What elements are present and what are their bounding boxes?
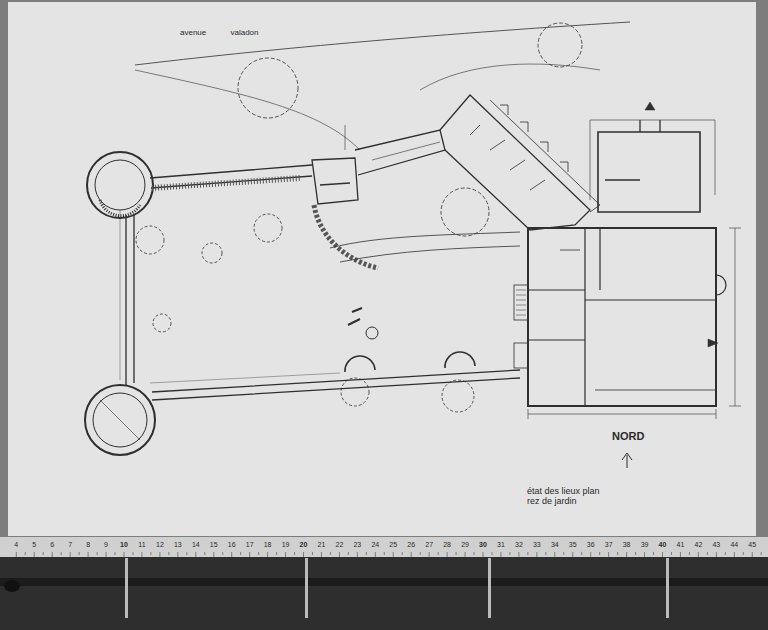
ruler-number: 32 [515, 541, 523, 549]
ruler-number: 45 [748, 541, 756, 549]
ruler-number: 30 [479, 541, 487, 549]
ruler-number: 22 [336, 541, 344, 549]
ruler-number: 29 [461, 541, 469, 549]
ruler-number: 14 [192, 541, 200, 549]
ruler-number: 42 [695, 541, 703, 549]
ruler-number: 25 [389, 541, 397, 549]
ruler-number: 39 [641, 541, 649, 549]
ruler-number: 27 [425, 541, 433, 549]
ruler-number: 5 [32, 541, 36, 549]
ruler-number: 6 [50, 541, 54, 549]
ruler-number: 35 [569, 541, 577, 549]
ruler-number: 18 [264, 541, 272, 549]
north-label: NORD [612, 430, 644, 443]
ruler-number: 7 [68, 541, 72, 549]
ruler-number: 36 [587, 541, 595, 549]
ruler-number: 33 [533, 541, 541, 549]
ruler-number: 16 [228, 541, 236, 549]
ruler-number: 19 [282, 541, 290, 549]
ruler-number: 20 [300, 541, 308, 549]
ruler-number: 41 [677, 541, 685, 549]
ruler-number: 38 [623, 541, 631, 549]
ruler-number: 31 [497, 541, 505, 549]
ruler-number: 17 [246, 541, 254, 549]
street-name: avenue valadon [180, 28, 259, 37]
ruler-number: 8 [86, 541, 90, 549]
dark-ruler [0, 557, 768, 630]
ruler [0, 537, 768, 557]
ruler-number: 26 [407, 541, 415, 549]
ruler-number: 15 [210, 541, 218, 549]
ruler-number: 28 [443, 541, 451, 549]
ruler-number: 23 [353, 541, 361, 549]
ruler-number: 37 [605, 541, 613, 549]
ruler-number: 40 [659, 541, 667, 549]
ruler-number: 12 [156, 541, 164, 549]
ruler-number: 10 [120, 541, 128, 549]
ruler-number: 11 [138, 541, 145, 549]
ruler-number: 34 [551, 541, 559, 549]
paper-sheet [8, 2, 756, 536]
plan-caption: état des lieux plan rez de jardin [527, 486, 603, 507]
ruler-number: 44 [730, 541, 738, 549]
ruler-number: 13 [174, 541, 182, 549]
ruler-number: 9 [104, 541, 108, 549]
ruler-number: 4 [14, 541, 18, 549]
ruler-number: 21 [318, 541, 326, 549]
ruler-number: 43 [712, 541, 720, 549]
ruler-number: 24 [371, 541, 379, 549]
